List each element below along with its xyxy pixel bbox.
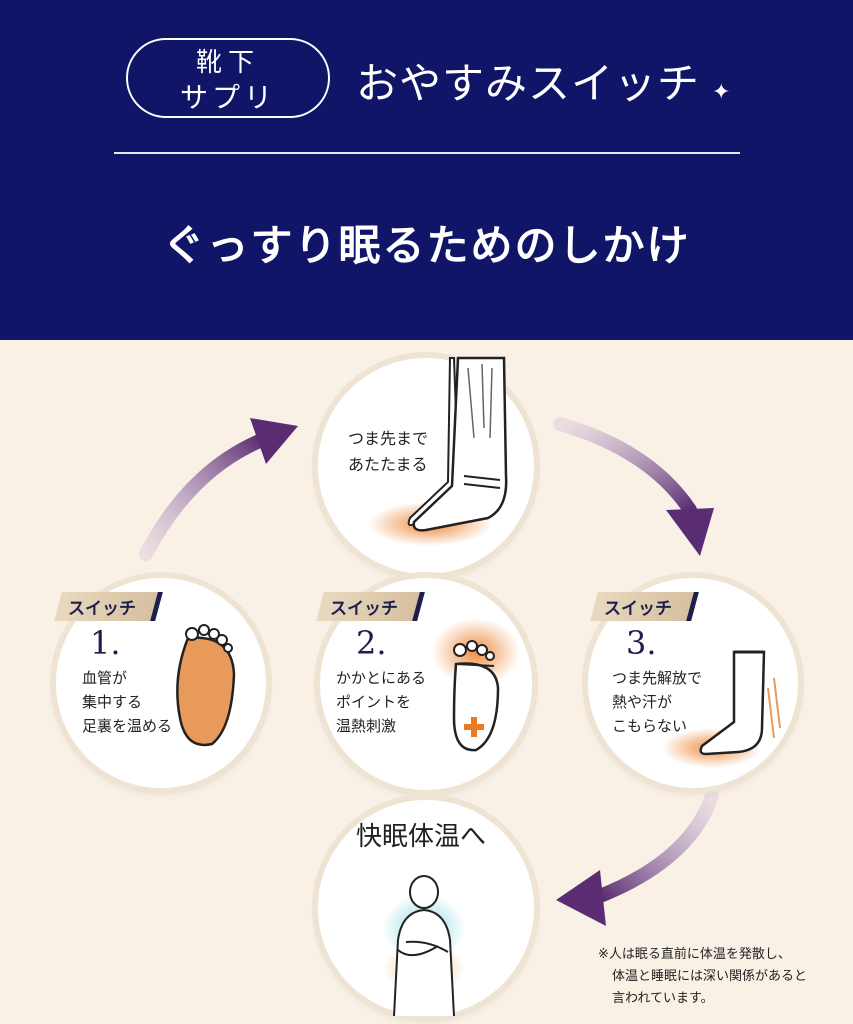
step-3-text: つま先解放で 熱や汗が こもらない (612, 666, 702, 738)
leg-sock-icon (662, 650, 781, 768)
step-number: 3. (626, 624, 657, 662)
logo-line1: 靴下 (195, 48, 260, 78)
arrow-icon (553, 417, 714, 556)
switch-label: スイッチ (316, 592, 425, 621)
footnote-line: ※人は眠る直前に体温を発散し、 (598, 947, 791, 962)
person-icon (382, 875, 466, 1017)
switch-label: スイッチ (54, 592, 163, 621)
bottom-circle-title: 快眠体温へ (356, 822, 487, 852)
switch-label-text: スイッチ (68, 599, 136, 619)
text-line: 足裏を温める (82, 717, 173, 735)
foot-sole-icon (176, 624, 236, 747)
step-number: 2. (356, 624, 387, 662)
brand-logo: 靴下 サプリ (126, 38, 330, 118)
header-divider (114, 152, 740, 154)
switch-label-text: スイッチ (330, 599, 398, 619)
logo-line2: サプリ (179, 81, 276, 114)
header-banner: 靴下 サプリ おやすみスイッチ ✦ ぐっすり眠るためのしかけ (0, 0, 853, 340)
step-2-text: かかとにある ポイントを 温熱刺激 (336, 666, 426, 738)
text-line: 温熱刺激 (336, 717, 397, 735)
brand-title: おやすみスイッチ (356, 59, 701, 108)
switch-label: スイッチ (590, 592, 699, 621)
text-line: ポイントを (336, 693, 412, 711)
text-line: かかとにある (336, 669, 427, 687)
text-line: 血管が (82, 669, 128, 687)
switch-label-text: スイッチ (604, 599, 672, 619)
text-line: 集中する (82, 693, 143, 711)
step-number: 1. (90, 624, 121, 662)
arrow-icon (556, 789, 719, 926)
footnote: ※人は眠る直前に体温を発散し、 体温と睡眠には深い関係があると 言われています。 (598, 944, 807, 1010)
arrow-icon (139, 418, 298, 561)
footnote-line: 体温と睡眠には深い関係があると (612, 969, 808, 984)
step-1-text: 血管が 集中する 足裏を温める (82, 666, 172, 738)
foot-sole-icon (432, 618, 520, 752)
text-line: 熱や汗が (612, 693, 673, 711)
cycle-arrows (139, 417, 719, 926)
leg-sock-icon (368, 356, 508, 546)
plus-icon (464, 717, 484, 737)
sparkle-icon: ✦ (712, 80, 731, 105)
text-line: つま先解放で (612, 669, 703, 687)
text-line: こもらない (612, 717, 688, 735)
top-circle-text: つま先まで あたたまる (348, 426, 428, 478)
headline: ぐっすり眠るためのしかけ (162, 221, 691, 270)
text-line: あたたまる (348, 455, 428, 474)
text-line: つま先まで (348, 429, 429, 448)
footnote-line: 言われています。 (612, 991, 714, 1006)
